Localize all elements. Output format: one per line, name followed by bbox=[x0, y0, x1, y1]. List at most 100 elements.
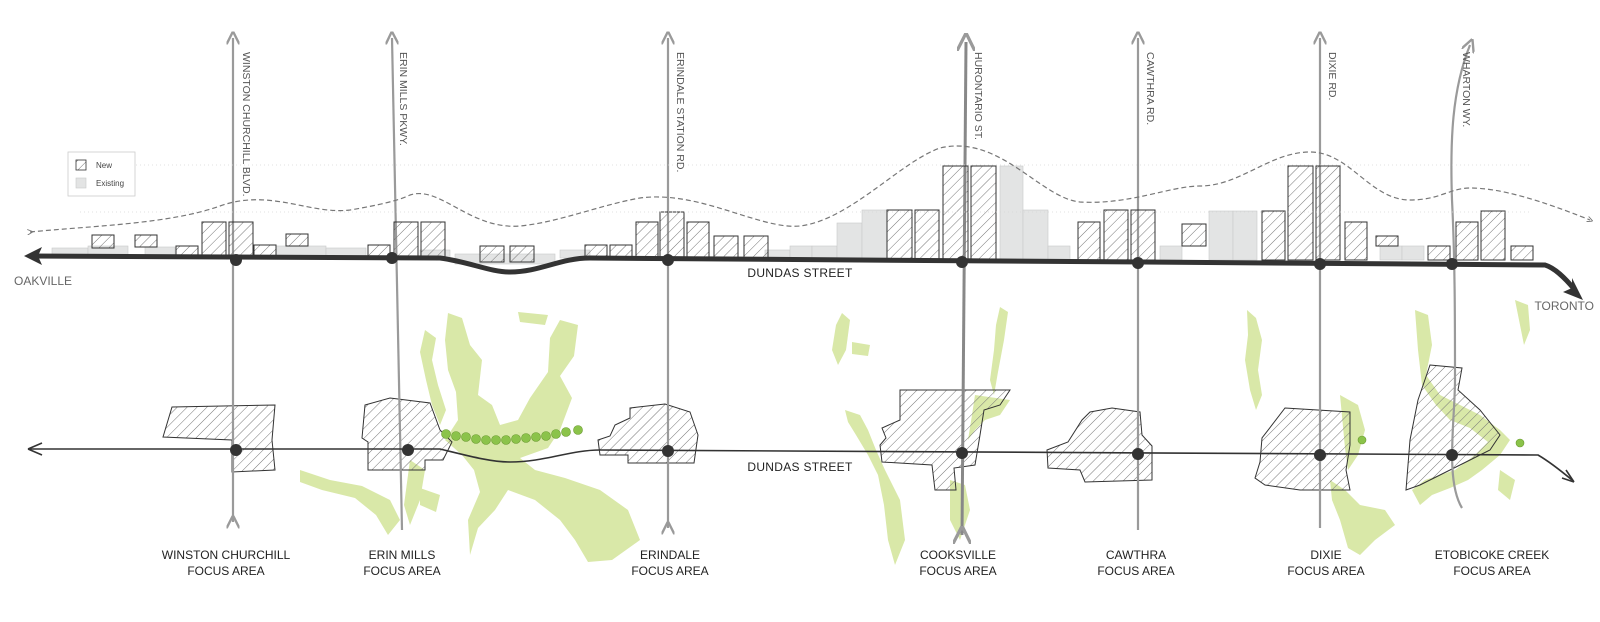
existing-building bbox=[1379, 245, 1403, 261]
west-arrow-icon bbox=[24, 247, 42, 265]
footprint-erin-mills bbox=[361, 397, 453, 471]
green-space-cooksville-4 bbox=[845, 410, 905, 565]
focus-area-label-line2: FOCUS AREA bbox=[363, 564, 440, 578]
tree-icon bbox=[573, 425, 583, 435]
new-building bbox=[134, 234, 158, 248]
legend-box bbox=[67, 151, 136, 197]
node-icon bbox=[1132, 448, 1144, 460]
focus-area-labels: WINSTON CHURCHILL FOCUS AREA ERIN MILLS … bbox=[162, 548, 1549, 578]
west-arrow-icon bbox=[27, 442, 43, 456]
node-icon bbox=[402, 444, 414, 456]
dundas-street-top bbox=[24, 247, 1583, 300]
street-label-top: DUNDAS STREET bbox=[747, 266, 853, 280]
tree-icon bbox=[441, 429, 451, 439]
existing-building bbox=[999, 165, 1024, 261]
existing-building bbox=[1232, 210, 1258, 261]
new-building bbox=[1375, 235, 1399, 247]
east-arrow-icon bbox=[1563, 278, 1583, 300]
west-end-label: OAKVILLE bbox=[14, 274, 72, 288]
new-building bbox=[1103, 209, 1129, 261]
new-building bbox=[743, 235, 769, 260]
cross-street-label-wharton: WHARTON WY. bbox=[1460, 52, 1472, 127]
green-space-small-2 bbox=[518, 312, 548, 325]
focus-area-label-line2: FOCUS AREA bbox=[1287, 564, 1364, 578]
footprint-dixie bbox=[1254, 407, 1351, 491]
tree-icon bbox=[461, 432, 471, 442]
tree-icon bbox=[1357, 435, 1367, 445]
new-building bbox=[1427, 245, 1451, 261]
cross-street-label-erin-mills: ERIN MILLS PKWY. bbox=[397, 52, 409, 146]
focus-area-label-line1: ETOBICOKE CREEK bbox=[1435, 548, 1549, 562]
new-building bbox=[970, 165, 997, 261]
new-building bbox=[509, 245, 535, 263]
node-icon bbox=[230, 444, 242, 456]
focus-area-label-line1: COOKSVILLE bbox=[920, 548, 996, 562]
existing-building bbox=[836, 222, 863, 261]
tree-icon bbox=[501, 435, 511, 445]
new-building bbox=[635, 221, 659, 258]
new-building bbox=[285, 233, 309, 247]
node-icon bbox=[662, 254, 674, 266]
new-building bbox=[1181, 223, 1207, 247]
green-space-west-branch bbox=[420, 330, 446, 425]
node-icon bbox=[662, 445, 674, 457]
existing-building bbox=[1022, 209, 1049, 261]
existing-building bbox=[1047, 245, 1071, 261]
east-end-label: TORONTO bbox=[1534, 299, 1594, 313]
intersection-nodes bbox=[230, 252, 1458, 461]
new-building bbox=[686, 221, 710, 259]
footprint-winston-churchill bbox=[162, 404, 276, 473]
cross-street-label-dixie: DIXIE RD. bbox=[1326, 52, 1338, 100]
new-building bbox=[393, 221, 419, 258]
node-icon bbox=[1314, 449, 1326, 461]
tree-icon bbox=[551, 429, 561, 439]
new-building bbox=[1480, 210, 1506, 261]
new-building bbox=[91, 234, 115, 249]
tree-icon bbox=[451, 431, 461, 441]
existing-building bbox=[325, 247, 367, 257]
focus-area-label-line1: CAWTHRA bbox=[1106, 548, 1166, 562]
new-building bbox=[1455, 221, 1479, 261]
green-space-etobicoke-3 bbox=[1498, 470, 1515, 500]
focus-area-label-line2: FOCUS AREA bbox=[919, 564, 996, 578]
height-envelope-curve bbox=[30, 145, 1590, 232]
green-space-etobicoke-2 bbox=[1515, 300, 1530, 345]
new-building bbox=[713, 235, 739, 260]
dundas-street-road-bottom bbox=[30, 448, 1573, 481]
new-building bbox=[201, 221, 227, 257]
cross-street-label-hurontario: HURONTARIO ST. bbox=[972, 52, 984, 140]
footprint-erindale bbox=[597, 403, 699, 464]
focus-area-label-line2: FOCUS AREA bbox=[187, 564, 264, 578]
focus-area-label-line1: ERIN MILLS bbox=[369, 548, 436, 562]
new-building bbox=[253, 244, 277, 257]
green-space-cooksville bbox=[832, 313, 850, 365]
existing-building bbox=[861, 209, 888, 261]
cross-street-label-erindale: ERINDALE STATION RD. bbox=[674, 52, 686, 172]
height-profile bbox=[30, 145, 1590, 232]
tree-canopy bbox=[441, 425, 1525, 448]
new-building bbox=[479, 245, 505, 263]
new-building bbox=[584, 244, 608, 258]
new-building bbox=[1130, 209, 1156, 261]
new-building bbox=[914, 209, 940, 261]
node-icon bbox=[1314, 258, 1326, 270]
cross-street-labels: WINSTON CHURCHILL BLVD. ERIN MILLS PKWY.… bbox=[240, 52, 1472, 197]
green-space-small-1 bbox=[420, 488, 440, 512]
existing-building bbox=[1159, 245, 1183, 261]
footprint-cawthra bbox=[1046, 407, 1153, 483]
footprint-cooksville bbox=[879, 389, 1011, 491]
tree-icon bbox=[531, 432, 541, 442]
node-icon bbox=[230, 254, 242, 266]
new-building bbox=[609, 244, 633, 258]
node-icon bbox=[1446, 449, 1458, 461]
node-icon bbox=[956, 256, 968, 268]
tree-icon bbox=[1515, 438, 1525, 448]
green-space-ravine-west bbox=[300, 470, 400, 535]
hatched-box-icon bbox=[75, 159, 87, 171]
tree-icon bbox=[471, 434, 481, 444]
existing-building bbox=[1401, 245, 1425, 261]
cross-street-erin-mills bbox=[392, 38, 404, 531]
focus-area-label-line1: WINSTON CHURCHILL bbox=[162, 548, 291, 562]
cross-street-label-winston-churchill: WINSTON CHURCHILL BLVD. bbox=[240, 52, 252, 197]
